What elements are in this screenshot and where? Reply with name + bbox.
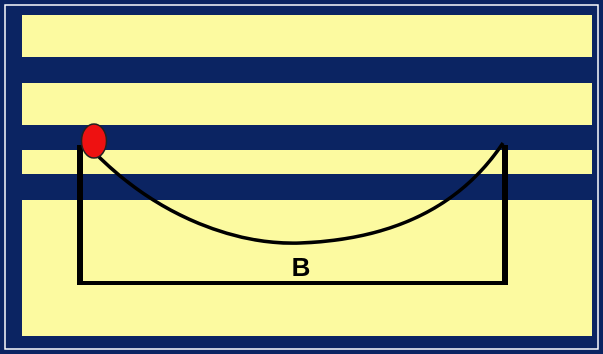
label-b: B: [292, 252, 311, 282]
band-1: [22, 57, 592, 83]
red-ball: [80, 123, 108, 159]
curve-track: [90, 142, 505, 245]
inner-frame: [4, 4, 599, 350]
band-2: [22, 125, 592, 150]
band-3: [22, 174, 592, 200]
